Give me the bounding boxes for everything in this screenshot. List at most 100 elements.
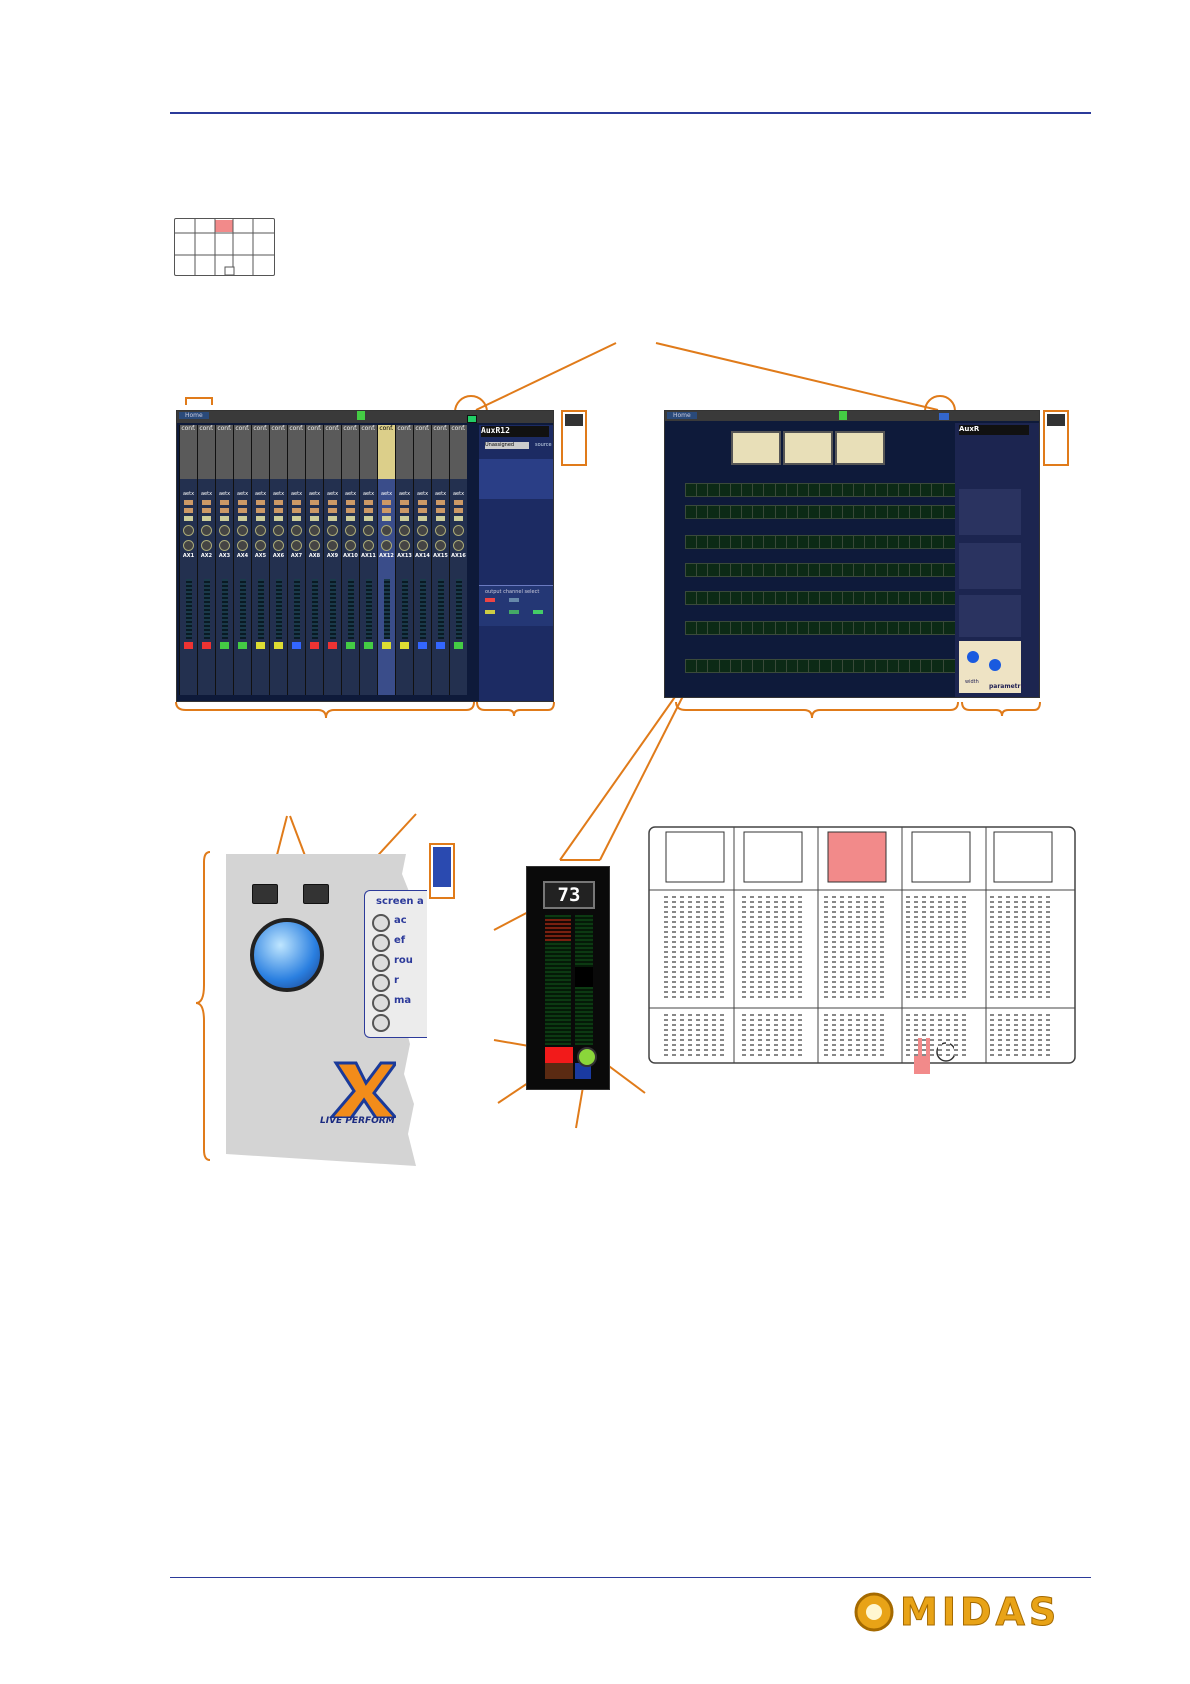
strip-config-label[interactable]: conf. [288, 425, 305, 479]
panel-button[interactable] [372, 1014, 390, 1032]
strip-knob-icon[interactable] [237, 540, 248, 551]
strip-button[interactable] [346, 516, 355, 521]
strip-button[interactable] [238, 516, 247, 521]
strip-button[interactable] [274, 500, 283, 505]
strip-button[interactable] [256, 508, 265, 513]
strip-config-label[interactable]: conf. [270, 425, 287, 479]
strip-select-led[interactable] [454, 642, 463, 649]
strip-select-led[interactable] [436, 642, 445, 649]
strip-knob-icon[interactable] [363, 540, 374, 551]
select-btn-2[interactable] [509, 598, 519, 602]
strip-button[interactable] [382, 516, 391, 521]
strip-config-label[interactable]: conf. [432, 425, 449, 479]
strip-button[interactable] [382, 508, 391, 513]
strip-button[interactable] [202, 508, 211, 513]
strip-button[interactable] [184, 500, 193, 505]
strip-knob-icon[interactable] [381, 540, 392, 551]
strip-config-label[interactable]: conf. [378, 425, 395, 479]
strip-knob-icon[interactable] [363, 525, 374, 536]
strip-button[interactable] [400, 508, 409, 513]
strip-config-label[interactable]: conf. [324, 425, 341, 479]
panel-button[interactable] [372, 954, 390, 972]
strip-select-led[interactable] [310, 642, 319, 649]
select-btn-3[interactable] [485, 610, 495, 614]
strip-knob-icon[interactable] [219, 525, 230, 536]
strip-knob-icon[interactable] [201, 540, 212, 551]
screen-select-button-right[interactable] [303, 884, 329, 904]
home-tab[interactable]: Home [667, 412, 697, 419]
strip-button[interactable] [436, 508, 445, 513]
strip-select-led[interactable] [364, 642, 373, 649]
strip-knob-icon[interactable] [399, 540, 410, 551]
strip-knob-icon[interactable] [453, 525, 464, 536]
select-btn-1[interactable] [485, 598, 495, 602]
strip-button[interactable] [292, 500, 301, 505]
strip-select-led[interactable] [382, 642, 391, 649]
strip-knob-icon[interactable] [183, 540, 194, 551]
strip-button[interactable] [310, 508, 319, 513]
strip-knob-icon[interactable] [291, 525, 302, 536]
strip-select-led[interactable] [220, 642, 229, 649]
strip-button[interactable] [364, 516, 373, 521]
strip-button[interactable] [400, 500, 409, 505]
strip-button[interactable] [238, 500, 247, 505]
panel-button[interactable] [372, 934, 390, 952]
eq-band-selected[interactable]: width parametric [959, 641, 1026, 693]
strip-knob-icon[interactable] [417, 540, 428, 551]
strip-config-label[interactable]: conf. [234, 425, 251, 479]
strip-knob-icon[interactable] [183, 525, 194, 536]
strip-select-led[interactable] [292, 642, 301, 649]
strip-button[interactable] [274, 516, 283, 521]
strip-button[interactable] [292, 516, 301, 521]
strip-knob-icon[interactable] [345, 540, 356, 551]
strip-knob-icon[interactable] [435, 540, 446, 551]
strip-button[interactable] [346, 500, 355, 505]
strip-knob-icon[interactable] [201, 525, 212, 536]
strip-select-led[interactable] [238, 642, 247, 649]
strip-button[interactable] [454, 508, 463, 513]
strip-knob-icon[interactable] [273, 525, 284, 536]
select-btn-5[interactable] [533, 610, 543, 614]
ssl-icon[interactable] [939, 413, 949, 420]
strip-button[interactable] [310, 500, 319, 505]
strip-knob-icon[interactable] [453, 540, 464, 551]
strip-button[interactable] [256, 500, 265, 505]
strip-knob-icon[interactable] [219, 540, 230, 551]
strip-knob-icon[interactable] [255, 540, 266, 551]
strip-knob-icon[interactable] [327, 540, 338, 551]
strip-config-label[interactable]: conf. [198, 425, 215, 479]
strip-config-label[interactable]: conf. [342, 425, 359, 479]
home-tab[interactable]: Home [179, 412, 209, 419]
strip-button[interactable] [454, 516, 463, 521]
strip-select-led[interactable] [328, 642, 337, 649]
strip-button[interactable] [220, 516, 229, 521]
strip-button[interactable] [418, 516, 427, 521]
strip-select-led[interactable] [274, 642, 283, 649]
source-dropdown[interactable]: Unassigned [485, 442, 529, 449]
strip-button[interactable] [220, 508, 229, 513]
strip-select-led[interactable] [184, 642, 193, 649]
panel-button[interactable] [372, 974, 390, 992]
strip-button[interactable] [400, 516, 409, 521]
strip-knob-icon[interactable] [399, 525, 410, 536]
strip-select-led[interactable] [418, 642, 427, 649]
strip-knob-icon[interactable] [255, 525, 266, 536]
strip-knob-icon[interactable] [381, 525, 392, 536]
strip-config-label[interactable]: conf. [306, 425, 323, 479]
strip-knob-icon[interactable] [417, 525, 428, 536]
strip-button[interactable] [256, 516, 265, 521]
strip-select-led[interactable] [256, 642, 265, 649]
